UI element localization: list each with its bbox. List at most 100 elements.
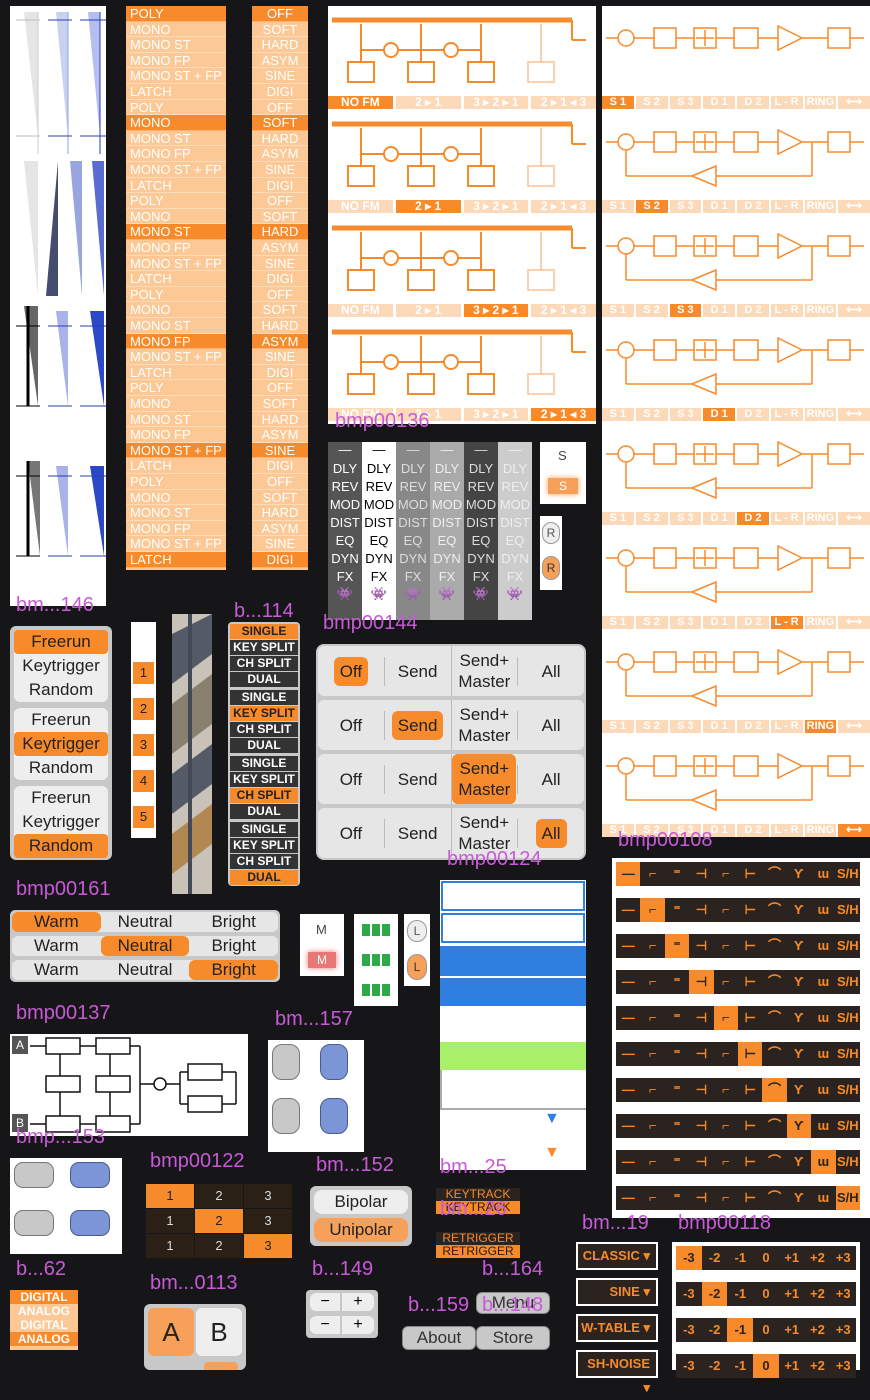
trigger-option[interactable]: Keytrigger (22, 656, 100, 675)
lfo-wave-option[interactable]: ⊣ (695, 866, 708, 881)
keyboard-mode-option[interactable]: CH SPLIT (230, 656, 298, 671)
filter-tab[interactable]: D 1 (703, 512, 735, 525)
lfo-wave-option[interactable]: — (621, 1046, 635, 1061)
trigger-option[interactable]: Random (14, 834, 108, 858)
filter-tab[interactable]: ⟷ (838, 616, 870, 629)
fx-item[interactable]: DIST (398, 515, 428, 530)
analog-on[interactable]: ANALOG (10, 1332, 78, 1346)
shape-item[interactable]: HARD (252, 131, 308, 147)
filter-tab[interactable]: ⟷ (838, 824, 870, 837)
fx-item[interactable]: FX (472, 569, 490, 584)
shape-item[interactable]: DIGI (252, 271, 308, 287)
lfo-wave-option[interactable]: ⊢ (744, 866, 756, 881)
octave-option[interactable]: +2 (810, 1250, 825, 1265)
fx-item[interactable]: MOD (465, 497, 497, 512)
lfo-wave-option[interactable]: Ƴ (794, 1010, 805, 1025)
lfo-wave-option[interactable]: ⊢ (744, 902, 756, 917)
octave-option[interactable]: +3 (835, 1250, 851, 1265)
bipolar-button[interactable]: Bipolar (314, 1190, 408, 1214)
filter-tab[interactable]: D 1 (703, 616, 735, 629)
character-option[interactable]: Bright (189, 960, 279, 980)
lfo-wave-option[interactable]: ɯ (817, 938, 830, 953)
trigger-option[interactable]: Freerun (14, 630, 108, 654)
fm-tab[interactable]: 2 ▸ 1 (395, 200, 461, 213)
minus-button-1[interactable]: − (310, 1293, 340, 1311)
character-option[interactable]: Warm (33, 936, 79, 955)
send-option[interactable]: Off (339, 823, 363, 843)
octave-option[interactable]: 0 (762, 1286, 770, 1301)
lfo-wave-option[interactable]: ⊢ (744, 1010, 756, 1025)
play-mode-item[interactable]: MONO FP (126, 53, 226, 69)
octave-option[interactable]: +1 (784, 1322, 800, 1337)
lfo-wave-option[interactable]: S/H (837, 1010, 859, 1025)
lfo-wave-option[interactable]: ⊣ (695, 1154, 708, 1169)
send-option[interactable]: Off (339, 769, 363, 789)
lfo-wave-option[interactable]: S/H (837, 1118, 859, 1133)
send-option[interactable]: All (517, 818, 584, 848)
keyboard-mode-option[interactable]: CH SPLIT (230, 854, 298, 869)
fx-top-item[interactable]: — (406, 442, 420, 457)
filter-tab[interactable]: S 3 (669, 512, 702, 525)
send-option[interactable]: Send (383, 710, 451, 740)
fx-item[interactable]: EQ (437, 533, 457, 548)
filter-tab[interactable]: D 1 (703, 96, 735, 109)
filter-tab[interactable]: RING (804, 304, 837, 317)
lfo-wave-option[interactable]: ⌒ (762, 1078, 787, 1102)
filter-tab[interactable]: D 2 (737, 720, 769, 733)
lfo-wave-option[interactable]: ⌐ (648, 1082, 657, 1097)
fx-item[interactable]: MOD (499, 497, 531, 512)
octave-option[interactable]: +3 (835, 1286, 851, 1301)
play-mode-item[interactable]: MONO ST + FP (126, 68, 226, 84)
keyboard-mode-option[interactable]: DUAL (230, 804, 298, 819)
filter-tab[interactable]: D 1 (703, 200, 735, 213)
number-button[interactable]: 5 (133, 806, 154, 828)
filter-tab[interactable]: D 1 (703, 720, 735, 733)
fx-item[interactable]: MOD (329, 497, 361, 512)
send-option[interactable]: Send (383, 818, 451, 848)
play-mode-item[interactable]: POLY (126, 380, 226, 396)
lfo-wave-option[interactable]: — (621, 1082, 635, 1097)
fm-tab[interactable]: 3 ▸ 2 ▸ 1 (463, 408, 529, 421)
play-mode-item[interactable]: MONO ST + FP (126, 536, 226, 552)
lfo-wave-option[interactable]: ⊢ (744, 1190, 756, 1205)
shape-item[interactable]: SINE (252, 256, 308, 272)
filter-tab[interactable]: S 3 (669, 304, 702, 317)
filter-tab[interactable]: S 2 (635, 96, 668, 109)
play-mode-item[interactable]: MONO FP (126, 333, 226, 350)
filter-tab[interactable]: RING (804, 96, 837, 109)
play-mode-item[interactable]: LATCH (126, 84, 226, 100)
play-mode-item[interactable]: LATCH (126, 552, 226, 568)
fm-tab[interactable]: NO FM (328, 200, 393, 213)
fx-item[interactable]: DYN (501, 551, 529, 566)
play-mode-item[interactable]: MONO ST + FP (126, 349, 226, 365)
lfo-wave-option[interactable]: ⌐ (648, 1154, 657, 1169)
r-button-on[interactable]: R (542, 556, 560, 580)
lfo-wave-option[interactable]: ⊣ (695, 1082, 708, 1097)
shape-item[interactable]: SOFT (252, 22, 308, 38)
play-mode-item[interactable]: MONO (126, 302, 226, 318)
shape-item[interactable]: ASYM (252, 333, 308, 350)
fx-item[interactable]: EQ (471, 533, 491, 548)
shape-item[interactable]: SINE (252, 349, 308, 365)
lfo-wave-option[interactable]: ⌐ (722, 902, 730, 917)
octave-option[interactable]: +2 (810, 1358, 825, 1373)
lfo-wave-option[interactable]: ɯ (817, 1082, 830, 1097)
lfo-wave-option[interactable]: ⌐ (648, 1118, 657, 1133)
octave-option[interactable]: -2 (708, 1250, 721, 1265)
play-mode-item[interactable]: MONO FP (126, 521, 226, 537)
octave-option[interactable]: 0 (762, 1322, 770, 1337)
filter-tab[interactable]: S 1 (602, 304, 634, 317)
character-option[interactable]: Bright (211, 912, 256, 931)
fx-item[interactable]: EQ (369, 533, 389, 548)
filter-tab[interactable]: S 1 (602, 408, 634, 421)
lfo-wave-option[interactable]: ⌐ (722, 1190, 730, 1205)
filter-tab[interactable]: L - R (770, 408, 803, 421)
lfo-wave-option[interactable]: ⌒ (768, 974, 782, 989)
fm-tab[interactable]: NO FM (328, 96, 393, 109)
number-button[interactable]: 3 (133, 734, 154, 756)
octave-option[interactable]: +1 (784, 1250, 800, 1265)
number-button[interactable]: 4 (133, 770, 154, 792)
lfo-wave-option[interactable]: — (621, 974, 635, 989)
lfo-wave-option[interactable]: ⌐ (722, 1154, 730, 1169)
fm-tab[interactable]: 2 ▸ 1 ◂ 3 (531, 96, 596, 109)
